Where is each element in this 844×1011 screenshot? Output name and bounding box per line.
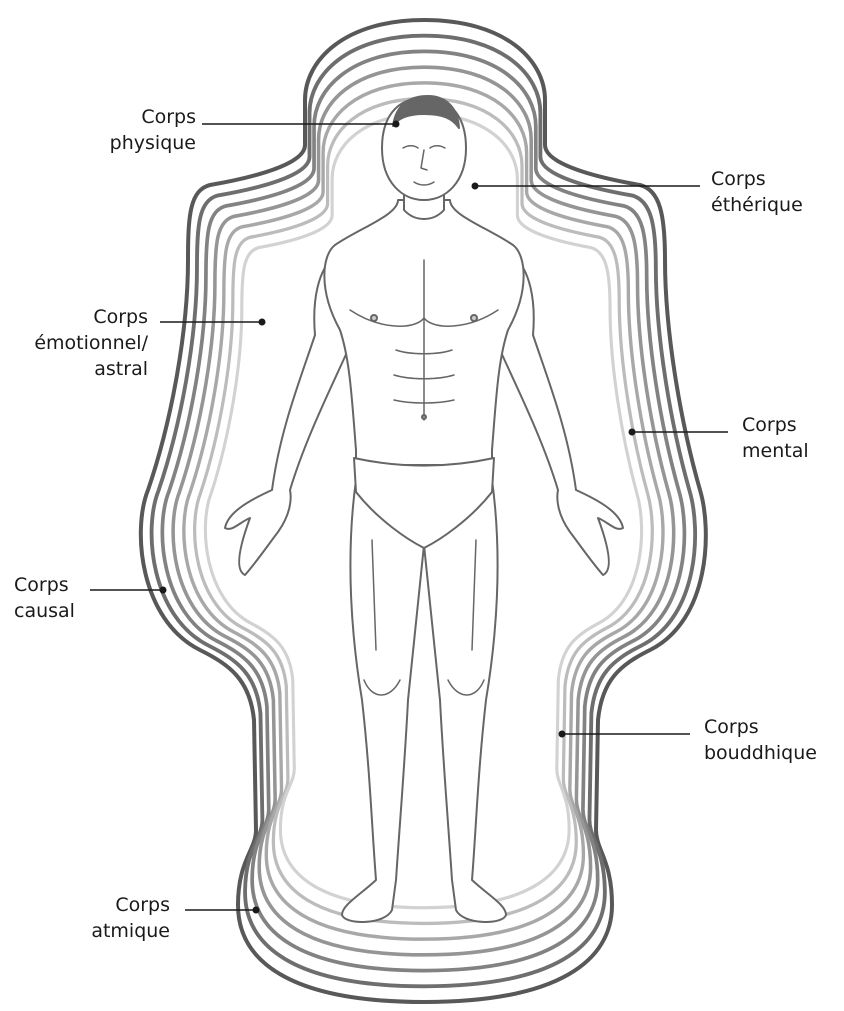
dot-physique [393,121,400,128]
label-line: Corps [742,412,832,438]
label-corps-physique: Corps physique [96,104,196,156]
dot-causal [160,587,167,594]
label-line: causal [14,598,94,624]
label-line: Corps [60,892,170,918]
label-corps-bouddhique: Corps bouddhique [704,714,838,766]
label-line: Corps [96,104,196,130]
label-corps-mental: Corps mental [742,412,832,464]
label-line: éthérique [711,192,831,218]
dot-bouddhique [559,731,566,738]
label-line: Corps [2,304,148,330]
navel [422,415,426,419]
label-line: atmique [60,918,170,944]
label-line: astral [2,356,148,382]
label-line: mental [742,438,832,464]
label-corps-causal: Corps causal [14,572,94,624]
label-line: émotionnel/ [2,330,148,356]
dot-etherique [472,183,479,190]
right-nipple [471,315,477,321]
dot-emotionnel [259,319,266,326]
label-line: physique [96,130,196,156]
label-line: Corps [711,166,831,192]
label-corps-etherique: Corps éthérique [711,166,831,218]
label-line: Corps [704,714,838,740]
label-corps-emotionnel: Corps émotionnel/ astral [2,304,148,382]
label-line: Corps [14,572,94,598]
left-nipple [371,315,377,321]
label-line: bouddhique [704,740,838,766]
left-leg [342,480,424,922]
right-leg [424,480,506,922]
label-corps-atmique: Corps atmique [60,892,170,944]
dot-mental [629,429,636,436]
dot-atmique [253,907,260,914]
